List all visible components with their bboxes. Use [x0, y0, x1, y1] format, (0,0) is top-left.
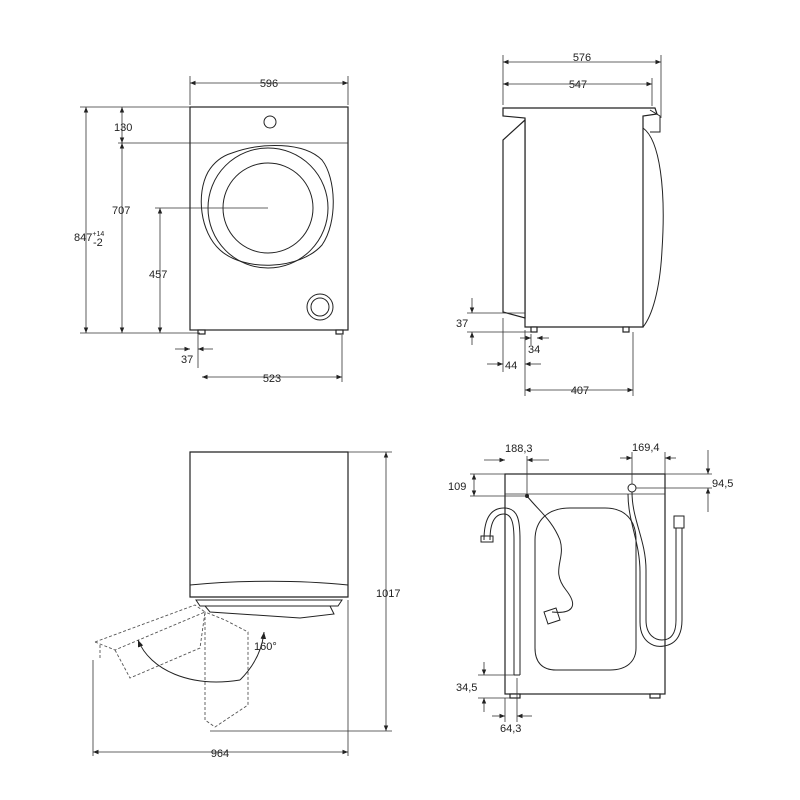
dim-side-foot-height: 37: [456, 318, 468, 330]
power-cable: [526, 495, 573, 613]
inlet-hose-inner: [627, 493, 683, 647]
dim-overall-depth: 576: [573, 52, 591, 64]
top-lip: [649, 109, 661, 133]
drain-hose-inner: [489, 513, 515, 675]
dim-top-panel: 130: [114, 122, 132, 134]
dim-front-width: 596: [260, 78, 278, 90]
rear-foot-left: [509, 693, 521, 699]
door-hinge-base: [195, 599, 343, 607]
side-cabinet: [502, 107, 658, 328]
swing-arc-end: [239, 631, 267, 681]
dim-hose-height: 94,5: [712, 478, 733, 490]
dim-center-height: 457: [149, 269, 167, 281]
dim-top-total-height: 1017: [376, 588, 400, 600]
side-view: 576 547 37 34 44 407: [456, 52, 664, 397]
rear-bulge: [502, 118, 526, 319]
dim-hose-offset: 169,4: [632, 442, 660, 454]
front-foot-left: [197, 329, 206, 335]
top-cabinet: [189, 451, 349, 598]
dim-cable-height: 109: [448, 481, 466, 493]
power-plug-icon: [543, 607, 561, 625]
dim-door-height: 707: [112, 205, 130, 217]
dim-cable-offset: 188,3: [505, 443, 533, 455]
door-frame: [200, 145, 334, 266]
front-cabinet: [189, 106, 349, 331]
filter-cap-inner: [310, 297, 330, 317]
dim-foot-inset: 34: [528, 344, 540, 356]
dim-foot-offset: 37: [181, 354, 193, 366]
dim-drain-offset: 64,3: [500, 723, 521, 735]
rear-view: 188,3 169,4 109 94,5 34,5 64,3: [448, 442, 733, 735]
dim-drain-height: 34,5: [456, 682, 477, 694]
dim-total-height: 847+14: [74, 231, 104, 244]
inlet-connector-icon: [673, 515, 685, 529]
side-foot-rear: [530, 326, 538, 333]
door-swing-ghost-2: [114, 611, 206, 679]
dim-body-depth: 547: [569, 79, 587, 91]
open-door-base: [203, 605, 335, 619]
dim-total-height-tol-minus: -2: [93, 237, 103, 249]
front-view: 596 847+14 -2 130 707 457 37 523: [74, 76, 349, 385]
top-view: 160° 1017 964: [92, 451, 400, 760]
door-swing-ghost-3: [204, 611, 249, 728]
filter-cap-icon: [306, 293, 334, 321]
inlet-hose-outer: [631, 491, 677, 641]
rear-cabinet: [504, 473, 666, 695]
dim-door-angle: 160°: [254, 641, 277, 653]
front-foot-right: [335, 329, 344, 335]
top-edge-curve: [189, 580, 349, 586]
drain-hose-outer: [483, 507, 521, 675]
program-knob-icon: [263, 115, 277, 129]
dim-rear-offset: 44: [505, 360, 517, 372]
door-swing-ghost-1: [93, 604, 206, 651]
rear-foot-right: [649, 693, 661, 699]
door-profile: [642, 127, 664, 328]
dim-foot-depth-span: 407: [571, 385, 589, 397]
swing-arc: [137, 639, 241, 683]
dim-foot-span: 523: [263, 373, 281, 385]
dim-swing-depth: 964: [211, 748, 229, 760]
side-foot-front: [622, 326, 630, 333]
drain-hose-cap-icon: [480, 535, 494, 543]
